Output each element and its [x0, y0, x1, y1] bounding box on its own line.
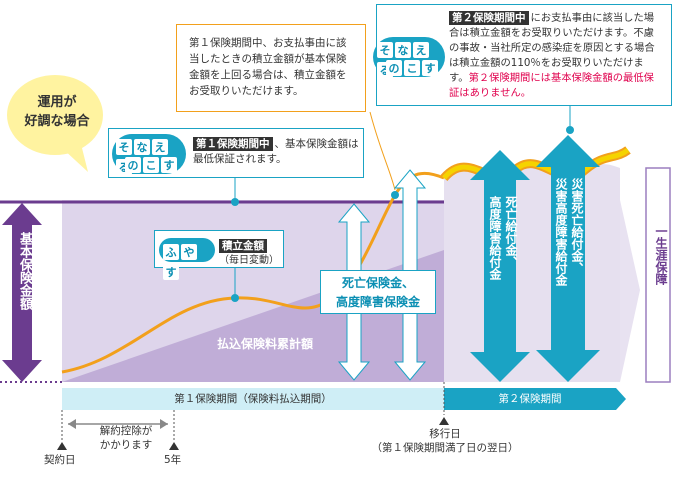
- badge-char: す: [161, 157, 177, 173]
- nokosu2-row2: のこす: [385, 57, 439, 77]
- death-benefit-line2: 高度障害保険金: [335, 295, 420, 309]
- premium-total-label: 払込保険料累計額: [216, 337, 313, 351]
- right-lifetime-label: 一生涯保障: [654, 225, 668, 285]
- callout-top-right-body: にお支払事由に該当した場合は積立金額をお受取りいただけます。不慮の事故・当社所定…: [449, 12, 655, 84]
- five-years-label: 5年: [164, 454, 182, 466]
- nokosu-badge: そなえる のこす: [112, 134, 186, 175]
- cancel-arrow-left: [68, 419, 76, 429]
- p2-right-line1: 災害死亡給付金、: [570, 178, 584, 274]
- callout-period1-tag: 第１保険期間中: [193, 137, 273, 151]
- callout-accumulated: ふやす 積立金額 （毎日変動）: [154, 230, 284, 280]
- p2-right-line2: 災害高度障害給付金: [554, 178, 568, 286]
- callout-top-right: そなえる のこす 第２保険期間中にお支払事由に該当した場合は積立金額をお受取りい…: [373, 4, 672, 106]
- callout-period1-guarantee: そなえる のこす 第１保険期間中、基本保険金額は最低保証されます。: [108, 128, 364, 178]
- callout-top-right-warning: 第２保険期間には基本保険金額の最低保証はありません。: [449, 72, 654, 99]
- left-basic-amount-label: 基本保険金額: [17, 232, 32, 310]
- transfer-line2: （第１保険期間満了日の翌日）: [371, 442, 519, 454]
- good-market-line1: 運用が: [37, 95, 77, 110]
- badge-char: え: [413, 42, 429, 58]
- badge-char: え: [152, 139, 168, 155]
- badge-char: な: [134, 139, 150, 155]
- good-market-line2: 好調な場合: [24, 114, 90, 129]
- connector-top-mid: [369, 111, 396, 191]
- transfer-day-label: 移行日 （第１保険期間満了日の翌日）: [360, 427, 530, 455]
- badge-char: ふ: [163, 244, 179, 260]
- death-benefit-label: 死亡保険金、 高度障害保険金: [320, 270, 436, 314]
- period2-wave-inner: [442, 147, 630, 180]
- tri-contract: [57, 442, 67, 450]
- nokosu-row2: のこす: [124, 154, 178, 174]
- p2-left-line1: 死亡給付金、: [504, 196, 518, 268]
- tri-transfer: [439, 417, 449, 425]
- good-market-label: 運用が 好調な場合: [22, 93, 92, 131]
- p2-left-line2: 高度障害給付金: [488, 196, 502, 280]
- accumulated-curve: [61, 171, 445, 374]
- badge-char: そ: [377, 42, 393, 58]
- cancel-line2: かかります: [99, 439, 153, 451]
- callout-top-right-text: 第２保険期間中にお支払事由に該当した場合は積立金額をお受取りいただけます。不慮の…: [449, 11, 663, 101]
- right-lifetime-box: [645, 167, 671, 383]
- cancel-line1: 解約控除が: [99, 425, 153, 437]
- callout-accum-tag: 積立金額: [219, 239, 267, 253]
- badge-char: や: [181, 244, 197, 260]
- badge-char: な: [395, 42, 411, 58]
- transfer-line1: 移行日: [429, 428, 461, 440]
- callout-top-middle: 第１保険期間中、お支払事由に該当したときの積立金額が基本保険金額を上回る場合は、…: [176, 24, 366, 112]
- period2-region: [444, 164, 620, 382]
- period1-label: 第１保険期間（保険料払込期間）: [174, 393, 332, 405]
- badge-char: そ: [116, 139, 132, 155]
- callout-accum-sub: （毎日変動）: [219, 255, 279, 266]
- nokosu-badge-2: そなえる のこす: [373, 37, 445, 78]
- p2-right-arrow-label: 災害死亡給付金、災害高度障害給付金: [551, 178, 585, 348]
- cancel-arrow-right: [160, 419, 168, 429]
- callout-period1-body: 、基本保険金額は最低保証されます。: [193, 138, 359, 165]
- period2-bar: [444, 388, 626, 410]
- badge-char: こ: [404, 60, 420, 76]
- period1-bar: [62, 388, 444, 410]
- p2-arrow-left: [470, 150, 530, 382]
- callout-top-right-tag: 第２保険期間中: [449, 11, 529, 25]
- period2-label: 第２保険期間: [498, 393, 562, 405]
- p2-left-arrow-label: 死亡給付金、高度障害給付金: [485, 196, 519, 346]
- badge-char: す: [163, 264, 179, 280]
- callout-period1-text: 第１保険期間中、基本保険金額は最低保証されます。: [193, 137, 359, 167]
- badge-char: の: [125, 157, 141, 173]
- cancel-deduction-label: 解約控除が かかります: [86, 424, 166, 452]
- badge-char: の: [386, 60, 402, 76]
- tri-5y: [169, 442, 179, 450]
- contract-day-label: 契約日: [44, 454, 76, 466]
- badge-char: こ: [143, 157, 159, 173]
- curve-dot-top: [391, 191, 399, 199]
- badge-char: す: [422, 60, 438, 76]
- fuyasu-row: ふやす: [162, 241, 215, 281]
- death-benefit-line1: 死亡保険金、: [341, 276, 414, 290]
- p2-arrow-right: [536, 135, 600, 382]
- good-market-blob: [7, 75, 103, 155]
- callout-accum-text: 積立金額 （毎日変動）: [219, 234, 281, 268]
- good-market-tail: [62, 148, 88, 172]
- fuyasu-badge: ふやす: [159, 238, 215, 280]
- left-amount-arrow: [2, 203, 42, 382]
